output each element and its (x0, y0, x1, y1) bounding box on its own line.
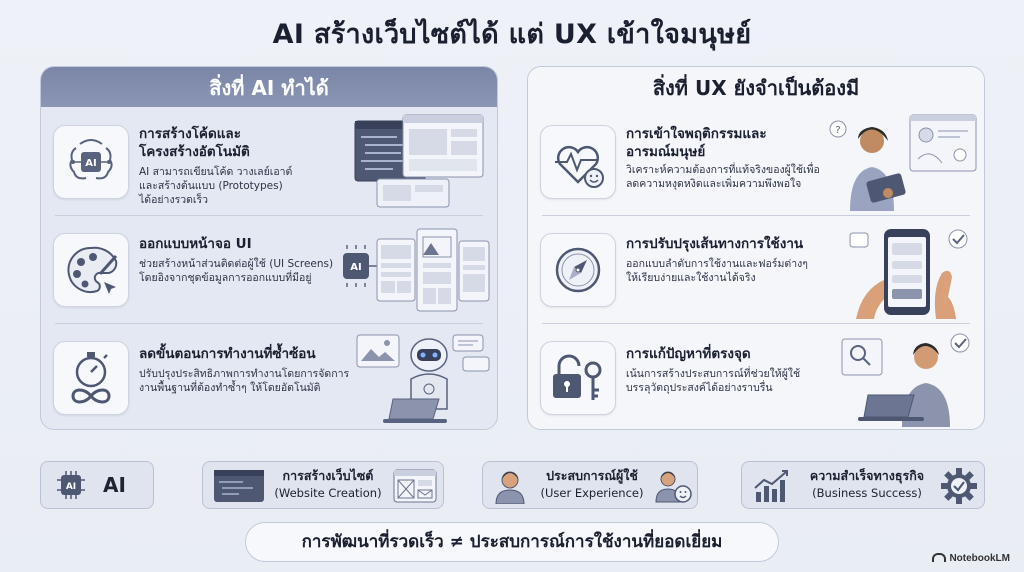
svg-text:AI: AI (350, 262, 361, 273)
ux-item-problem-solving: การแก้ปัญหาที่ตรงจุด เน้นการสร้างประสบกา… (528, 327, 984, 427)
ai-divider (55, 215, 483, 216)
brand-notebooklm: NotebookLM (932, 553, 1010, 564)
svg-text:AI: AI (66, 482, 76, 492)
gear-check-icon (941, 468, 977, 504)
user-avatar-icon (495, 471, 525, 504)
ux-needs-panel: สิ่งที่ UX ยังจำเป็นต้องมี การเข้าใจพฤติ… (527, 66, 985, 430)
phone-hands-illustration (849, 229, 968, 319)
legend-website-creation: การสร้างเว็บไซต์ (Website Creation) (202, 461, 444, 509)
code-windows-illustration (354, 114, 484, 208)
ai-capabilities-panel: สิ่งที่ AI ทำได้ AI การสร้างโค้ดและ โครง… (40, 66, 498, 430)
code-window-icon (214, 470, 264, 502)
ai-item-ui-design: ออกแบบหน้าจอ UI ช่วยสร้างหน้าส่วนติดต่อผ… (41, 219, 497, 319)
stopwatch-infinity-icon (53, 341, 129, 415)
legend-business-subtitle: (Business Success) (812, 486, 922, 500)
brand-logo-icon (932, 553, 947, 562)
robot-laptop-illustration (356, 334, 490, 423)
legend-ux-subtitle: (User Experience) (540, 486, 644, 500)
legend-business-success: ความสำเร็จทางธุรกิจ (Business Success) (741, 461, 985, 509)
ux-item-3-desc: เน้นการสร้างประสบการณ์ที่ช่วยให้ผู้ใช้ บ… (626, 368, 801, 394)
layout-window-icon (393, 469, 437, 503)
heart-pulse-smile-icon (540, 125, 616, 199)
svg-text:?: ? (835, 125, 840, 136)
ai-panel-heading: สิ่งที่ AI ทำได้ (41, 67, 497, 107)
ux-item-user-journey: การปรับปรุงเส้นทางการใช้งาน ออกแบบลำดับก… (528, 219, 984, 319)
ai-item-3-desc: ปรับปรุงประสิทธิภาพการทำงานโดยการจัดการ … (139, 368, 350, 394)
legend-business-title: ความสำเร็จทางธุรกิจ (809, 468, 925, 483)
ux-item-2-title: การปรับปรุงเส้นทางการใช้งาน (626, 236, 804, 252)
ux-item-human-behavior: การเข้าใจพฤติกรรมและ อารมณ์มนุษย์ วิเครา… (528, 111, 984, 211)
legend-user-experience: ประสบการณ์ผู้ใช้ (User Experience) (482, 461, 698, 509)
svg-text:AI: AI (85, 158, 96, 169)
palette-cursor-icon (53, 233, 129, 307)
ux-divider (542, 323, 970, 324)
ai-item-2-desc: ช่วยสร้างหน้าส่วนติดต่อผู้ใช้ (UI Screen… (139, 258, 334, 284)
ai-divider (55, 323, 483, 324)
ui-screens-illustration: AI (343, 228, 490, 312)
ai-item-reduce-repetition: ลดขั้นตอนการทำงานที่ซ้ำซ้อน ปรับปรุงประส… (41, 327, 497, 427)
growth-chart-icon (754, 470, 788, 502)
legend-ai: AI AI (40, 461, 154, 509)
compass-icon (540, 233, 616, 307)
ai-chip-icon: AI (57, 471, 85, 499)
woman-tablet-illustration: ? (829, 114, 977, 211)
ux-panel-heading: สิ่งที่ UX ยังจำเป็นต้องมี (528, 67, 984, 107)
ai-item-1-desc: AI สามารถเขียนโค้ด วางเลย์เอาต์ และสร้าง… (139, 166, 293, 206)
ux-item-1-desc: วิเคราะห์ความต้องการที่แท้จริงของผู้ใช้เ… (626, 164, 820, 190)
legend-ai-label: AI (103, 473, 126, 497)
page-title: AI สร้างเว็บไซต์ได้ แต่ UX เข้าใจมนุษย์ (272, 19, 752, 50)
legend-ux-title: ประสบการณ์ผู้ใช้ (546, 468, 638, 483)
legend-website-title: การสร้างเว็บไซต์ (282, 468, 374, 483)
ai-item-3-title: ลดขั้นตอนการทำงานที่ซ้ำซ้อน (139, 346, 316, 362)
ai-brain-chip-icon: AI (53, 125, 129, 199)
ai-item-1-title: การสร้างโค้ดและ โครงสร้างอัตโนมัติ (139, 126, 250, 160)
ux-item-2-desc: ออกแบบลำดับการใช้งานและฟอร์มต่างๆ ให้เรี… (626, 258, 808, 284)
ux-item-1-title: การเข้าใจพฤติกรรมและ อารมณ์มนุษย์ (626, 126, 767, 160)
bottom-statement: การพัฒนาที่รวดเร็ว ≠ ประสบการณ์การใช้งาน… (245, 522, 779, 562)
brand-label: NotebookLM (949, 553, 1010, 564)
ux-item-3-title: การแก้ปัญหาที่ตรงจุด (626, 346, 751, 362)
unlock-key-icon (540, 341, 616, 415)
legend-website-subtitle: (Website Creation) (274, 486, 382, 500)
ai-item-2-title: ออกแบบหน้าจอ UI (139, 236, 252, 252)
ux-divider (542, 215, 970, 216)
user-smile-icon (655, 471, 692, 503)
man-laptop-illustration (841, 333, 970, 427)
ai-item-code-generation: AI การสร้างโค้ดและ โครงสร้างอัตโนมัติ AI… (41, 111, 497, 211)
